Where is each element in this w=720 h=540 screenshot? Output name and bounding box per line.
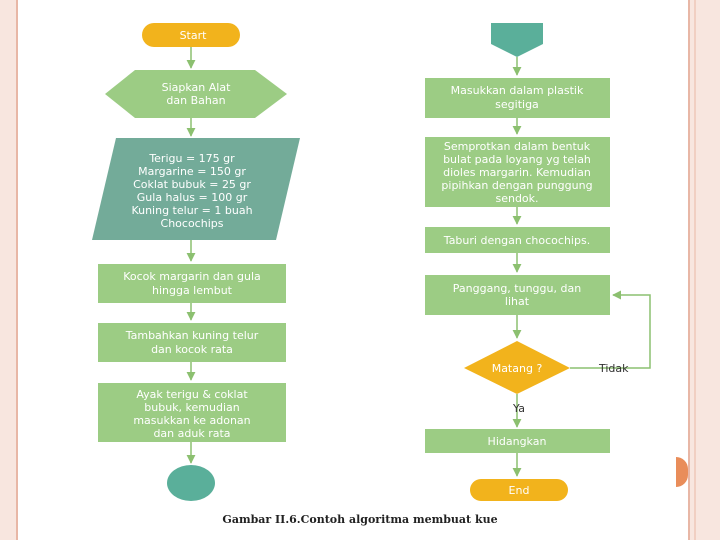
step6-process: Taburi dengan chocochips. bbox=[425, 227, 610, 253]
step5-line-5: sendok. bbox=[495, 192, 538, 205]
ingredients-parallelogram: Terigu = 175 gr Margarine = 150 gr Cokla… bbox=[92, 138, 300, 240]
ingredient-line-2: Margarine = 150 gr bbox=[138, 165, 246, 178]
prepare-line-2: dan Bahan bbox=[166, 94, 225, 107]
step4-process: Masukkan dalam plastik segitiga bbox=[425, 78, 610, 118]
step4-line-2: segitiga bbox=[495, 98, 539, 111]
arrow-loop-back bbox=[570, 290, 651, 369]
step5-line-3: dioles margarin. Kemudian bbox=[443, 166, 591, 179]
ingredient-line-6: Chocochips bbox=[161, 217, 224, 230]
step3-line-4: dan aduk rata bbox=[153, 427, 230, 440]
right-arrows bbox=[512, 57, 651, 477]
top-connector-pentagon bbox=[491, 23, 543, 57]
step2-line-1: Tambahkan kuning telur bbox=[125, 329, 259, 342]
ingredient-line-1: Terigu = 175 gr bbox=[148, 152, 235, 165]
end-label: End bbox=[509, 484, 530, 497]
step3-line-3: masukkan ke adonan bbox=[133, 414, 250, 427]
start-label: Start bbox=[180, 29, 208, 42]
step8-process: Hidangkan bbox=[425, 429, 610, 453]
left-border-decoration bbox=[0, 0, 18, 540]
ingredient-line-4: Gula halus = 100 gr bbox=[137, 191, 248, 204]
bottom-connector bbox=[167, 465, 215, 501]
step3-line-2: bubuk, kemudian bbox=[144, 401, 239, 414]
step8-line-1: Hidangkan bbox=[488, 435, 547, 448]
step2-process: Tambahkan kuning telur dan kocok rata bbox=[98, 323, 286, 362]
figure-caption: Gambar II.6.Contoh algoritma membuat kue bbox=[222, 513, 498, 526]
step1-line-2: hingga lembut bbox=[152, 284, 233, 297]
step5-process: Semprotkan dalam bentuk bulat pada loyan… bbox=[425, 137, 610, 207]
end-terminator: End bbox=[470, 479, 568, 501]
step3-process: Ayak terigu & coklat bubuk, kemudian mas… bbox=[98, 383, 286, 442]
step7-line-2: lihat bbox=[505, 295, 530, 308]
page-marker bbox=[676, 457, 688, 487]
no-label: Tidak bbox=[598, 362, 629, 375]
decision-label: Matang ? bbox=[492, 362, 543, 375]
ingredient-line-3: Coklat bubuk = 25 gr bbox=[133, 178, 251, 191]
step5-line-2: bulat pada loyang yg telah bbox=[443, 153, 591, 166]
right-border-line bbox=[694, 0, 696, 540]
step4-line-1: Masukkan dalam plastik bbox=[451, 84, 584, 97]
step7-process: Panggang, tunggu, dan lihat bbox=[425, 275, 610, 315]
step2-line-2: dan kocok rata bbox=[151, 343, 233, 356]
start-terminator: Start bbox=[142, 23, 240, 47]
prepare-line-1: Siapkan Alat bbox=[162, 81, 231, 94]
step1-process: Kocok margarin dan gula hingga lembut bbox=[98, 264, 286, 303]
step7-line-1: Panggang, tunggu, dan bbox=[453, 282, 581, 295]
step5-line-1: Semprotkan dalam bentuk bbox=[444, 140, 591, 153]
right-border-decoration bbox=[688, 0, 720, 540]
step1-line-1: Kocok margarin dan gula bbox=[123, 270, 261, 283]
yes-label: Ya bbox=[512, 402, 525, 415]
step3-line-1: Ayak terigu & coklat bbox=[136, 388, 248, 401]
ingredient-line-5: Kuning telur = 1 buah bbox=[131, 204, 252, 217]
step6-line-1: Taburi dengan chocochips. bbox=[443, 234, 590, 247]
decision-diamond: Matang ? bbox=[464, 341, 570, 394]
step5-line-4: pipihkan dengan punggung bbox=[441, 179, 592, 192]
prepare-hexagon: Siapkan Alat dan Bahan bbox=[105, 70, 287, 118]
